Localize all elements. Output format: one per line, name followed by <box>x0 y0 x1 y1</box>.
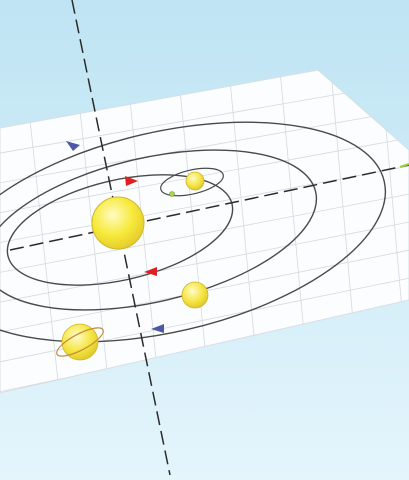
ringed-planet-icon <box>56 323 104 361</box>
orbit-direction-arrow-icon <box>151 324 164 333</box>
horizontal-axis <box>9 164 409 251</box>
orbit-direction-arrow-icon <box>66 141 80 151</box>
moon-icon <box>169 191 175 197</box>
orbit-outer <box>0 121 387 343</box>
sun-icon <box>91 196 145 250</box>
orbit-moon-ring <box>160 167 224 197</box>
orbital-plane <box>0 69 409 394</box>
planet-icon <box>181 281 209 309</box>
plane-edge-accent <box>399 163 409 168</box>
orbit-middle <box>0 149 318 311</box>
orbit-direction-arrow-icon <box>125 176 138 186</box>
orbit-direction-arrow-icon <box>144 267 157 276</box>
planet-icon <box>185 171 205 191</box>
